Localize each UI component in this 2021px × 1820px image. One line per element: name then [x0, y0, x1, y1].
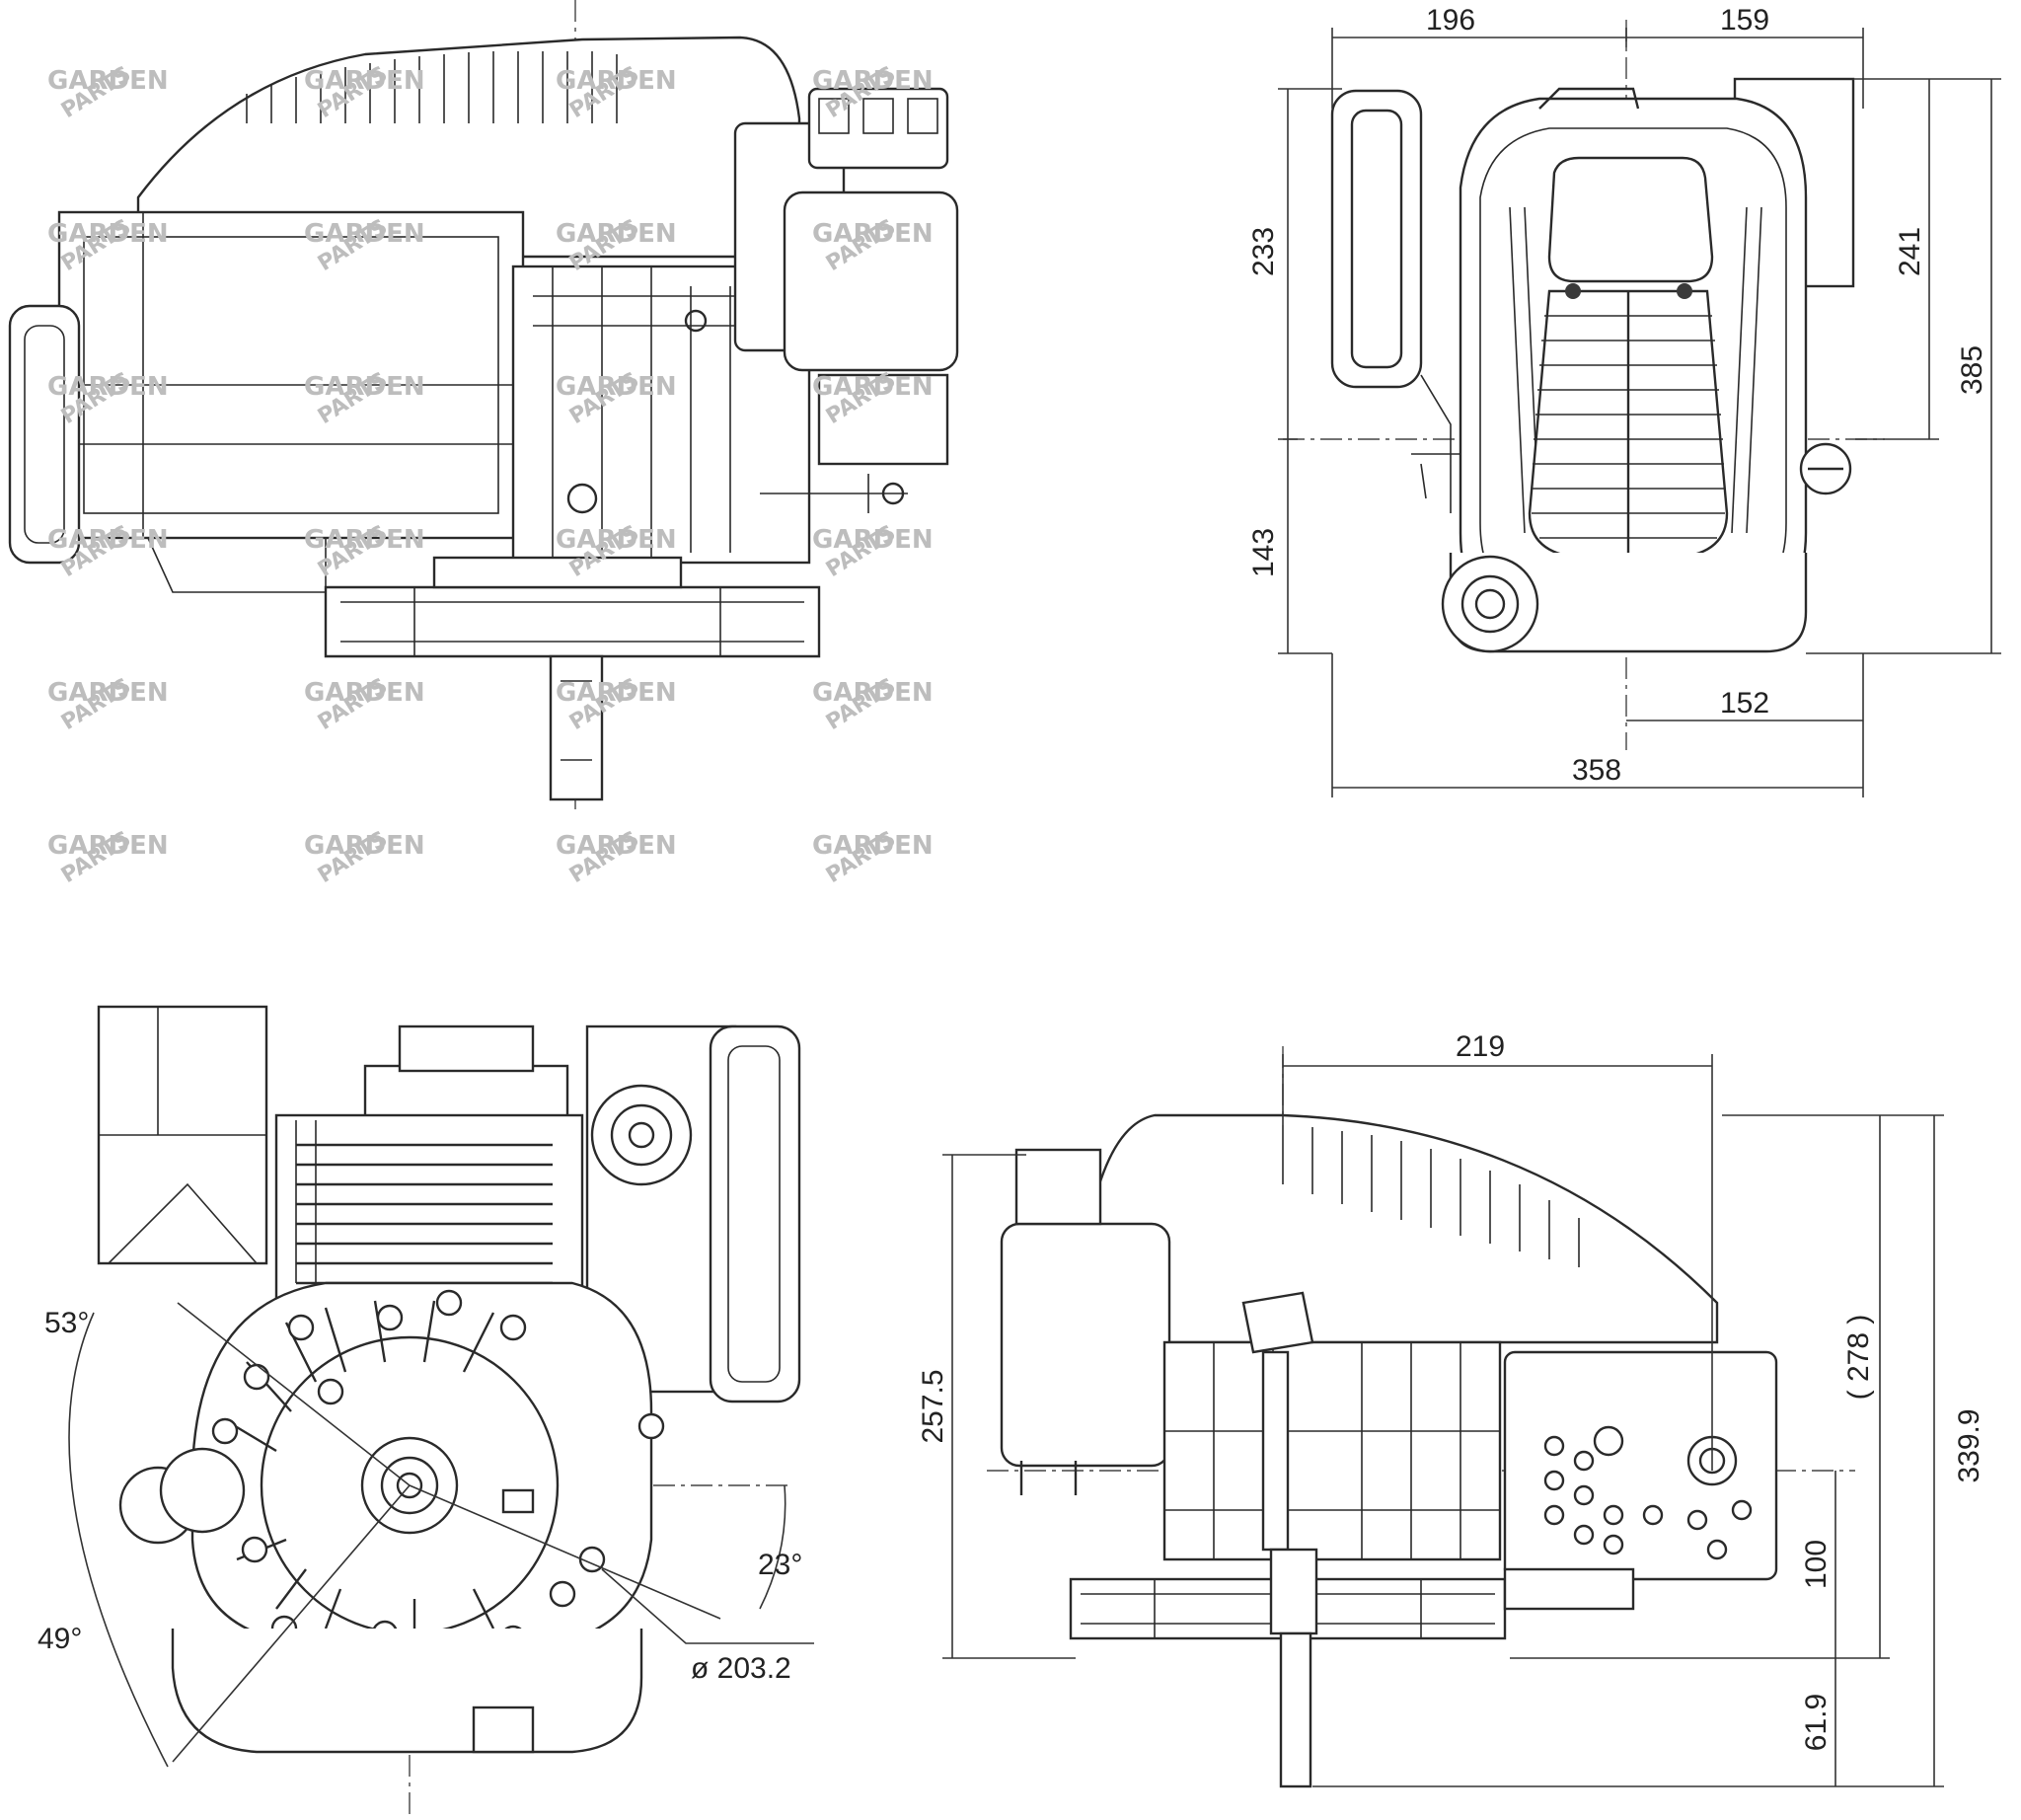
- dim-257-5: 257.5: [917, 1369, 949, 1443]
- top-view-dimension-labels: 196 159 233 241 385 143 152 358: [1247, 4, 1988, 787]
- front-view-engine: [987, 1046, 1855, 1788]
- front-view-dimension-labels: 219 257.5 ( 278 ) 339.9 100 61.9: [917, 1030, 1985, 1751]
- angle-23: 23°: [758, 1549, 802, 1581]
- dim-339-9: 339.9: [1953, 1408, 1985, 1482]
- watermark-garden: GARDEN: [304, 525, 425, 555]
- side-view-engine: [8, 0, 959, 809]
- bottom-cylinder-fins: [274, 1113, 584, 1305]
- dim-385: 385: [1956, 345, 1988, 395]
- dim-196: 196: [1426, 4, 1475, 37]
- watermark-garden: GARDEN: [812, 678, 934, 708]
- watermark-garden: GARDEN: [47, 678, 169, 708]
- watermark-garden: GARDEN: [812, 372, 934, 402]
- front-block-holes: [1543, 1425, 1753, 1560]
- watermark-garden: GARDEN: [304, 831, 425, 861]
- dim-143: 143: [1247, 528, 1280, 577]
- watermark-garden: GARDEN: [304, 66, 425, 96]
- watermark-garden: GARDEN: [812, 219, 934, 249]
- dim-241: 241: [1894, 227, 1926, 276]
- watermark-garden: GARDEN: [304, 219, 425, 249]
- top-view-grille-bars: [1532, 291, 1725, 558]
- watermark-garden: GARDEN: [812, 525, 934, 555]
- watermark-garden: GARDEN: [47, 219, 169, 249]
- watermark-garden: GARDEN: [47, 831, 169, 861]
- watermark-garden: GARDEN: [556, 372, 677, 402]
- watermark-garden: GARDEN: [304, 678, 425, 708]
- bottom-view-engine: [68, 1005, 814, 1820]
- watermark-garden: GARDEN: [556, 831, 677, 861]
- watermark-garden: GARDEN: [556, 66, 677, 96]
- diameter-203: ø 203.2: [691, 1652, 791, 1685]
- watermark-garden: GARDEN: [47, 525, 169, 555]
- watermark-garden: GARDEN: [556, 678, 677, 708]
- bottom-view-dimension-labels: 53° 23° 49° ø 203.2: [37, 1307, 802, 1685]
- dim-278: ( 278 ): [1842, 1315, 1875, 1401]
- dim-159: 159: [1720, 4, 1769, 37]
- watermark-garden: GARDEN: [812, 831, 934, 861]
- watermark-garden: GARDEN: [556, 525, 677, 555]
- dim-152: 152: [1720, 687, 1769, 720]
- watermark-garden: GARDEN: [47, 66, 169, 96]
- dim-358: 358: [1572, 754, 1621, 787]
- watermark-garden: GARDEN: [304, 372, 425, 402]
- dim-233: 233: [1247, 227, 1280, 276]
- angle-53: 53°: [44, 1307, 89, 1339]
- front-cooling-fins: [1282, 1125, 1580, 1267]
- watermark-garden: GARDEN: [556, 219, 677, 249]
- watermark-garden: GARDEN: [47, 372, 169, 402]
- dim-219: 219: [1456, 1030, 1505, 1063]
- watermark-garden: GARDEN: [812, 66, 934, 96]
- dim-100: 100: [1800, 1540, 1833, 1589]
- angle-49: 49°: [37, 1623, 82, 1655]
- top-view-engine: [1283, 20, 1885, 750]
- top-view-dimensions: [1278, 28, 2001, 797]
- front-view-dimensions: [942, 1054, 1944, 1787]
- side-cooling-fins: [246, 51, 618, 123]
- dim-61-9: 61.9: [1800, 1694, 1833, 1751]
